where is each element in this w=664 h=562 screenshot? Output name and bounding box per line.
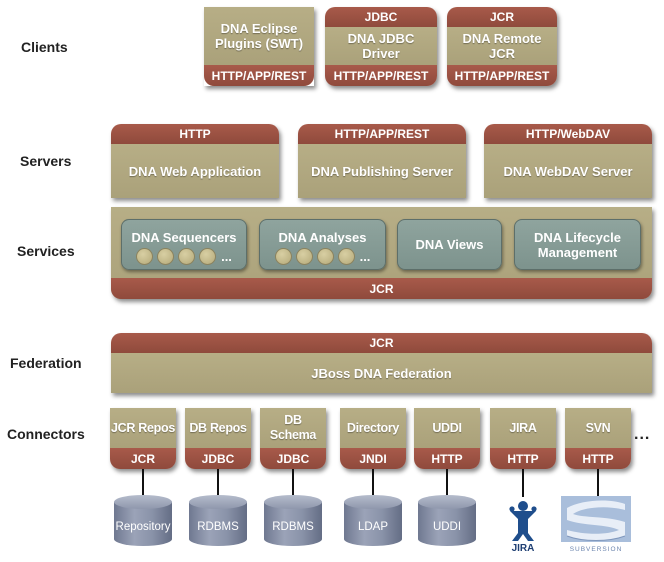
server-protocol: HTTP bbox=[111, 124, 279, 144]
ellipsis: ... bbox=[359, 249, 371, 264]
component-dot-icon bbox=[157, 248, 175, 265]
ellipsis: ... bbox=[221, 249, 232, 264]
datastore-label: Repository bbox=[115, 521, 171, 533]
connector-protocol: JDBC bbox=[260, 448, 326, 469]
services-protocol: JCR bbox=[111, 278, 652, 299]
component-dot-icon bbox=[295, 248, 313, 265]
connector-name: JCR Repos bbox=[110, 408, 176, 448]
connector-line bbox=[372, 469, 374, 499]
component-dot-icon bbox=[136, 248, 154, 265]
server-name: DNA WebDAV Server bbox=[484, 144, 652, 198]
connector-protocol: HTTP bbox=[490, 448, 556, 469]
database-cylinder-icon: RDBMS bbox=[264, 494, 322, 552]
federation-name: JBoss DNA Federation bbox=[111, 353, 652, 393]
svg-text:JIRA: JIRA bbox=[512, 543, 535, 553]
connector-name: SVN bbox=[565, 408, 631, 448]
row-label-connectors: Connectors bbox=[7, 426, 85, 442]
datastore-label: RDBMS bbox=[272, 521, 314, 533]
service-sequencers: DNA Sequencers ... bbox=[121, 219, 247, 270]
server-webdav: HTTP/WebDAV DNA WebDAV Server bbox=[484, 124, 652, 198]
client-eclipse-plugins: DNA Eclipse Plugins (SWT) HTTP/APP/REST bbox=[204, 7, 314, 86]
component-dot-icon bbox=[178, 248, 196, 265]
connector-line bbox=[292, 469, 294, 499]
sequencer-dots: ... bbox=[122, 248, 246, 265]
server-web-application: HTTP DNA Web Application bbox=[111, 124, 279, 198]
connector-protocol: HTTP bbox=[565, 448, 631, 469]
row-label-clients: Clients bbox=[21, 39, 68, 55]
service-analyses: DNA Analyses ... bbox=[259, 219, 386, 270]
connector-name: JIRA bbox=[490, 408, 556, 448]
server-name: DNA Web Application bbox=[111, 144, 279, 198]
connector-name: Directory bbox=[340, 408, 406, 448]
component-dot-icon bbox=[274, 248, 292, 265]
row-label-federation: Federation bbox=[10, 355, 82, 371]
connector-line bbox=[217, 469, 219, 499]
svg-text:SUBVERSION: SUBVERSION bbox=[570, 546, 623, 553]
connector-protocol: JCR bbox=[110, 448, 176, 469]
database-cylinder-icon: RDBMS bbox=[189, 494, 247, 552]
client-protocol: HTTP/APP/REST bbox=[204, 65, 314, 86]
connector-name: UDDI bbox=[414, 408, 480, 448]
connector-line bbox=[597, 469, 599, 497]
row-label-services: Services bbox=[17, 243, 75, 259]
federation-layer: JCR JBoss DNA Federation bbox=[111, 333, 652, 393]
client-header: JDBC bbox=[325, 7, 437, 27]
service-name: DNA Lifecycle Management bbox=[534, 229, 621, 260]
component-dot-icon bbox=[337, 248, 355, 265]
datastore-label: UDDI bbox=[432, 521, 462, 533]
datastore-label: RDBMS bbox=[197, 521, 239, 533]
more-connectors-ellipsis: ... bbox=[634, 426, 651, 443]
server-publishing: HTTP/APP/REST DNA Publishing Server bbox=[298, 124, 466, 198]
client-name: DNA JDBC Driver bbox=[325, 27, 437, 65]
connector-name: DB Repos bbox=[185, 408, 251, 448]
server-protocol: HTTP/APP/REST bbox=[298, 124, 466, 144]
service-lifecycle: DNA Lifecycle Management bbox=[514, 219, 641, 270]
connector-line bbox=[446, 469, 448, 499]
connector-protocol: JDBC bbox=[185, 448, 251, 469]
row-label-servers: Servers bbox=[20, 153, 72, 169]
connector-protocol: HTTP bbox=[414, 448, 480, 469]
server-protocol: HTTP/WebDAV bbox=[484, 124, 652, 144]
jira-logo-icon: JIRA bbox=[506, 497, 540, 554]
service-name: DNA Sequencers bbox=[131, 230, 237, 245]
database-cylinder-icon: LDAP bbox=[344, 494, 402, 552]
connector-name: DB Schema bbox=[260, 408, 326, 448]
analyses-dots: ... bbox=[260, 248, 385, 265]
service-name: DNA Views bbox=[415, 237, 484, 252]
connector-protocol: JNDI bbox=[340, 448, 406, 469]
server-name: DNA Publishing Server bbox=[298, 144, 466, 198]
client-name: DNA Remote JCR bbox=[447, 27, 557, 65]
service-views: DNA Views bbox=[397, 219, 502, 270]
client-protocol: HTTP/APP/REST bbox=[447, 65, 557, 86]
component-dot-icon bbox=[316, 248, 334, 265]
component-dot-icon bbox=[199, 248, 217, 265]
service-name: DNA Analyses bbox=[278, 230, 367, 245]
database-cylinder-icon: Repository bbox=[114, 494, 172, 552]
database-cylinder-icon: UDDI bbox=[418, 494, 476, 552]
datastore-label: LDAP bbox=[357, 521, 389, 533]
client-remote-jcr: JCR DNA Remote JCR HTTP/APP/REST bbox=[447, 7, 557, 86]
connector-line bbox=[142, 469, 144, 499]
federation-protocol: JCR bbox=[111, 333, 652, 353]
client-name: DNA Eclipse Plugins (SWT) bbox=[204, 7, 314, 65]
client-jdbc-driver: JDBC DNA JDBC Driver HTTP/APP/REST bbox=[325, 7, 437, 86]
subversion-logo-icon: SUBVERSION bbox=[561, 496, 631, 554]
client-protocol: HTTP/APP/REST bbox=[325, 65, 437, 86]
client-header: JCR bbox=[447, 7, 557, 27]
connector-line bbox=[522, 469, 524, 497]
